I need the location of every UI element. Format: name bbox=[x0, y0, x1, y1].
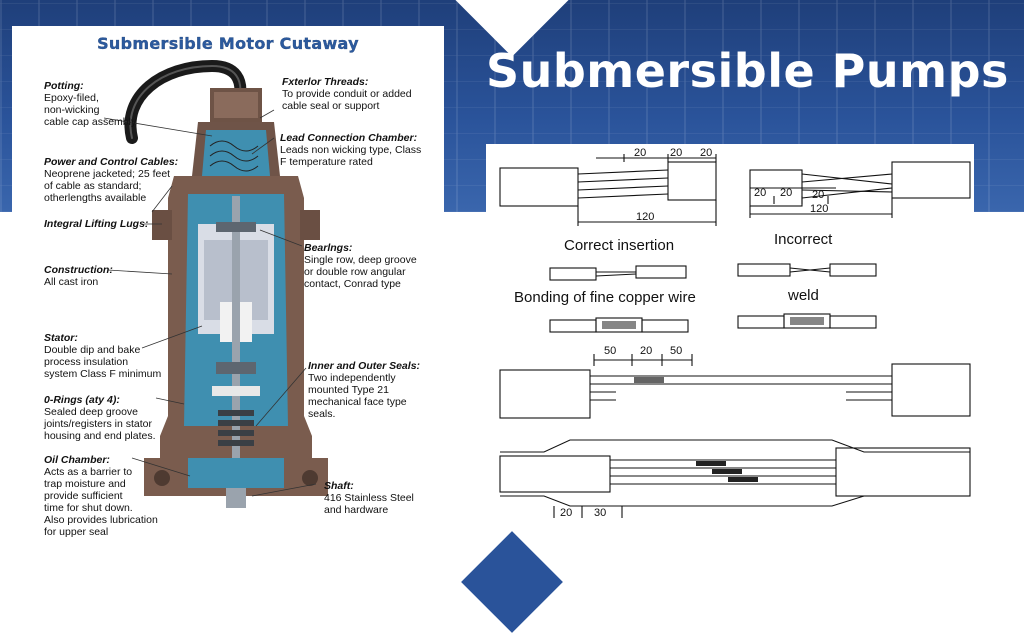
dim-incorrect-1: 20 bbox=[754, 187, 766, 199]
label-construction: Construction:All cast iron bbox=[44, 264, 113, 288]
wire-joint-diagram: 20 20 20 120 20 20 20 120 50 20 50 20 30 bbox=[499, 147, 971, 519]
wire-joint-diagram-panel: 20 20 20 120 20 20 20 120 50 20 50 20 30… bbox=[486, 144, 974, 519]
dim-incorrect-3: 20 bbox=[812, 189, 824, 201]
dim-correct-2: 20 bbox=[670, 147, 682, 159]
label-lead-connection: Lead Connection Chamber:Leads non wickin… bbox=[280, 132, 422, 168]
dim-incorrect-total: 120 bbox=[810, 203, 828, 215]
label-incorrect: Incorrect bbox=[774, 231, 833, 248]
dim-correct-total: 120 bbox=[636, 211, 654, 223]
dim-correct-1: 20 bbox=[634, 147, 646, 159]
motor-cutaway-illustration bbox=[103, 59, 328, 508]
slide-title: Submersible Pumps bbox=[486, 44, 1009, 98]
label-weld: weld bbox=[788, 287, 819, 304]
cable-end-left bbox=[499, 167, 579, 207]
label-o-rings: 0-Rings (aty 4):Sealed deep groove joint… bbox=[44, 394, 156, 442]
dim-correct-3: 20 bbox=[700, 147, 712, 159]
bottom-notch-decoration bbox=[461, 531, 563, 633]
cutaway-title: Submersible Motor Cutaway bbox=[97, 34, 359, 53]
label-potting: Potting:Epoxy-filed, non-wicking cable c… bbox=[44, 80, 137, 128]
label-bearings: Bearlngs:Single row, deep groove or doub… bbox=[304, 242, 417, 290]
label-seals: Inner and Outer Seals:Two independently … bbox=[308, 360, 421, 420]
label-exterior-threads: Fxterlor Threads:To provide conduit or a… bbox=[282, 76, 412, 112]
dim-bottom-1: 20 bbox=[560, 507, 572, 518]
label-bonding: Bonding of fine copper wire bbox=[514, 289, 696, 306]
label-stator: Stator:Double dip and bake process insul… bbox=[44, 332, 162, 380]
label-correct-insertion: Correct insertion bbox=[564, 237, 675, 254]
dim-incorrect-2: 20 bbox=[780, 187, 792, 199]
motor-cutaway-panel: Submersible Motor Cutaway bbox=[12, 26, 444, 550]
dim-bonding-2: 20 bbox=[640, 345, 652, 357]
label-lifting-lugs: Integral Lifting Lugs: bbox=[44, 218, 149, 230]
dim-bonding-3: 50 bbox=[670, 345, 682, 357]
label-power-cables: Power and Control Cables:Neoprene jacket… bbox=[44, 156, 179, 204]
label-shaft: Shaft:416 Stainless Steel and hardware bbox=[324, 480, 414, 516]
dim-bottom-2: 30 bbox=[594, 507, 606, 518]
label-oil-chamber: Oil Chamber:Acts as a barrier to trap mo… bbox=[44, 454, 158, 538]
dim-bonding-1: 50 bbox=[604, 345, 616, 357]
cable-end-right bbox=[667, 161, 717, 201]
shaft bbox=[232, 196, 240, 496]
